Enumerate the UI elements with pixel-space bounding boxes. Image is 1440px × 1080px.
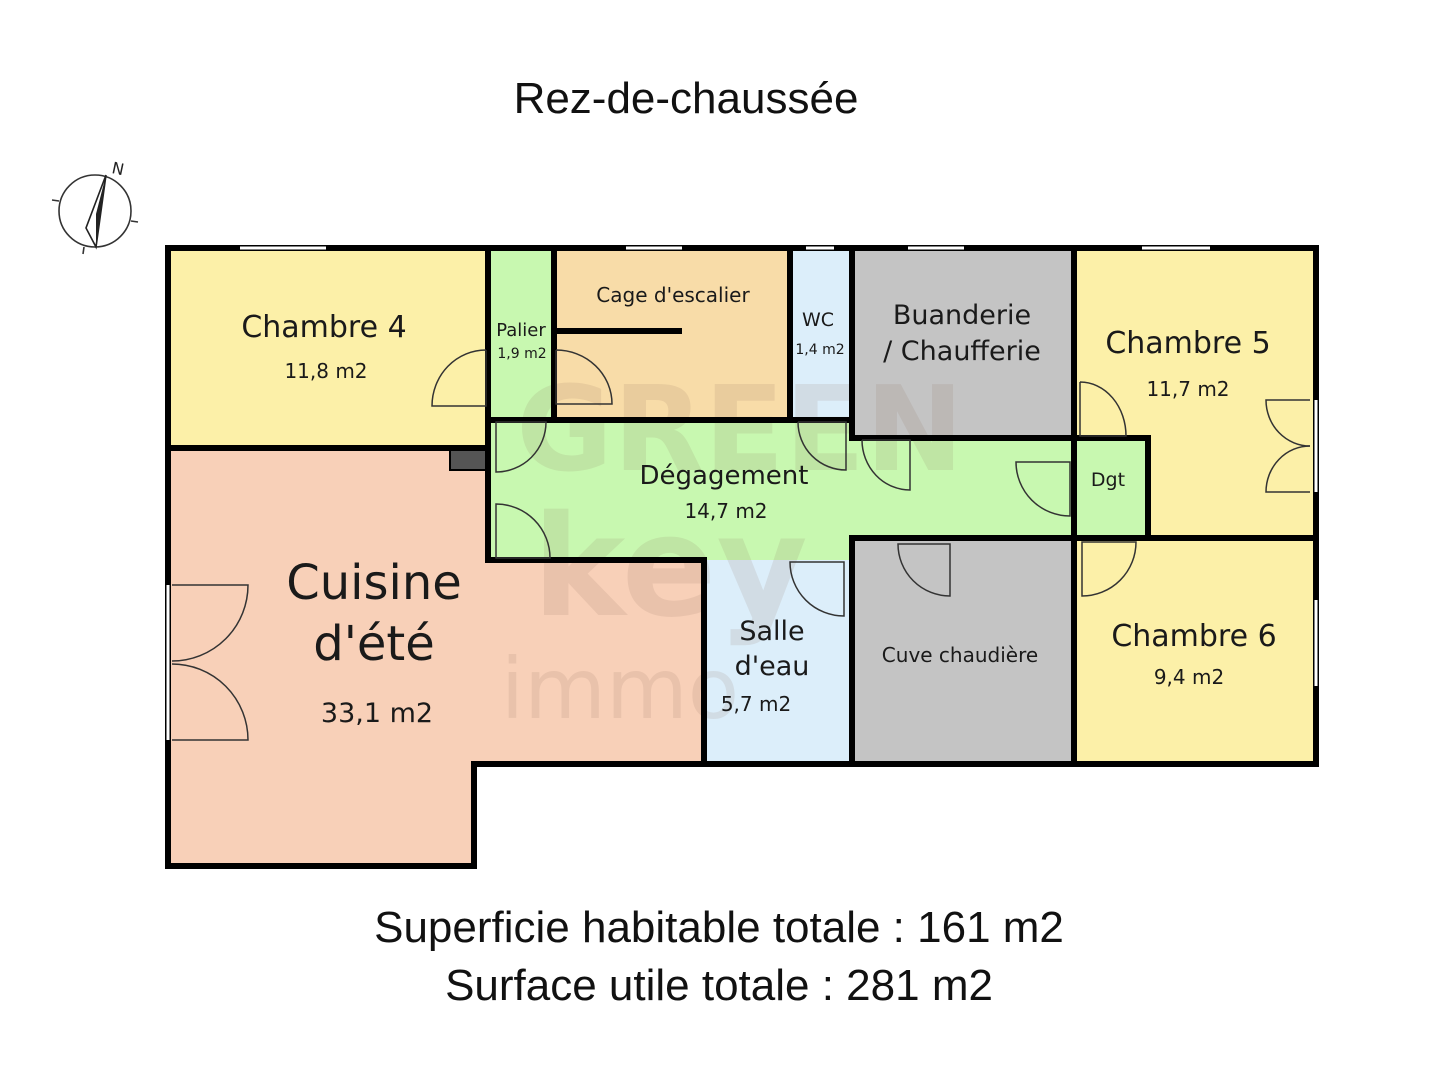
room-fills (168, 248, 1316, 866)
room-salle-eau (704, 560, 852, 764)
label-chambre-5: Chambre 5 (1105, 326, 1270, 361)
room-palier (488, 248, 554, 420)
label-buanderie-1: Buanderie (893, 300, 1031, 331)
room-dgt (1074, 438, 1148, 538)
svg-text:immo: immo (501, 640, 739, 738)
label-cuve: Cuve chaudière (882, 643, 1038, 667)
floor-title: Rez-de-chaussée (514, 74, 859, 123)
area-salle-eau: 5,7 m2 (721, 692, 791, 716)
compass-icon: N (51, 158, 139, 255)
label-salle-eau-1: Salle (739, 616, 804, 647)
label-buanderie-2: / Chaufferie (883, 336, 1041, 367)
label-degagement: Dégagement (640, 461, 809, 491)
label-cage-escalier: Cage d'escalier (596, 283, 750, 307)
label-dgt: Dgt (1091, 469, 1125, 491)
room-chambre-6 (1074, 538, 1316, 764)
windows (166, 246, 1318, 740)
area-cuisine: 33,1 m2 (321, 698, 433, 729)
room-degagement (488, 420, 1074, 560)
area-chambre-4: 11,8 m2 (284, 359, 367, 383)
room-chambre-4 (168, 248, 488, 448)
room-buanderie (852, 248, 1074, 438)
area-wc: 1,4 m2 (795, 342, 844, 358)
label-wc: WC (802, 309, 834, 331)
compass-north-label: N (110, 158, 126, 179)
walls (165, 245, 1319, 869)
area-chambre-6: 9,4 m2 (1154, 665, 1224, 689)
area-palier: 1,9 m2 (497, 346, 546, 362)
label-palier: Palier (496, 320, 546, 341)
room-labels: Chambre 4 11,8 m2 Palier 1,9 m2 Cage d'e… (241, 283, 1276, 729)
area-chambre-5: 11,7 m2 (1146, 377, 1229, 401)
area-degagement: 14,7 m2 (684, 499, 767, 523)
label-cuisine-1: Cuisine (286, 555, 462, 611)
room-cuve (852, 538, 1074, 764)
total-utile: Surface utile totale : 281 m2 (445, 961, 993, 1010)
label-chambre-6: Chambre 6 (1111, 619, 1276, 654)
room-wc (790, 248, 852, 420)
column (449, 449, 487, 471)
svg-text:GREEN: GREEN (516, 360, 964, 498)
label-cuisine-2: d'été (313, 616, 435, 672)
label-salle-eau-2: d'eau (735, 651, 810, 682)
watermark-logo: GREEN key immo (501, 360, 964, 738)
door-swings (171, 349, 1311, 741)
total-habitable: Superficie habitable totale : 161 m2 (374, 903, 1064, 952)
svg-text:key: key (532, 486, 808, 649)
label-chambre-4: Chambre 4 (241, 310, 406, 345)
